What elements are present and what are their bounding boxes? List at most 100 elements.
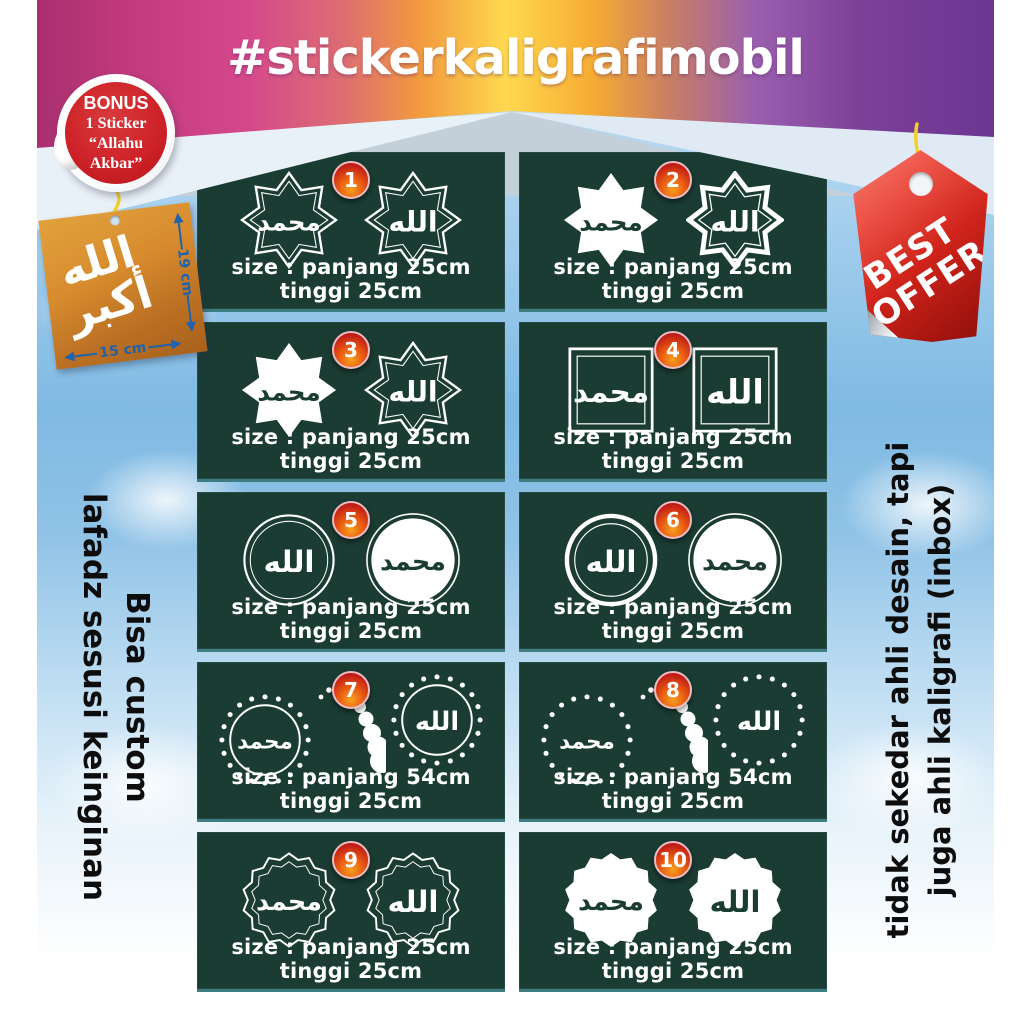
calligraphy-allah-dotring: الله [391, 673, 483, 766]
calligraphy-muhammad-seal: محمد [242, 851, 336, 948]
card-number-badge: 4 [654, 331, 692, 369]
card-number-badge: 3 [332, 331, 370, 369]
calligraphy-allah-seal: الله [366, 851, 460, 948]
left-note-line1: Bisa custom [119, 591, 155, 803]
motif-row: محمد الله [197, 671, 505, 786]
svg-text:الله: الله [264, 544, 315, 578]
motif-row: محمد الله [197, 164, 505, 275]
card-number-badge: 8 [654, 671, 692, 709]
motif-left: محمد [239, 170, 339, 269]
svg-text:الله: الله [706, 372, 764, 411]
motif-left: محمد [562, 341, 660, 439]
svg-text:الله: الله [737, 706, 781, 736]
best-offer-label: BEST OFFER [853, 201, 988, 339]
calligraphy-muhammad-circle: محمد [366, 512, 460, 607]
calligraphy-allah-seal: الله [689, 852, 781, 947]
calligraphy-muhammad-square: محمد [568, 346, 654, 433]
cloud-shape [807, 430, 994, 580]
card-number-badge: 6 [654, 501, 692, 539]
svg-text:الله: الله [710, 884, 761, 918]
size-label: size : panjang 25cm tinggi 25cm [231, 595, 471, 643]
bonus-line3: “Allahu [88, 134, 144, 152]
bonus-sticker: BONUS 1 Sticker “Allahu Akbar” [54, 74, 175, 192]
svg-text:محمد: محمد [256, 886, 322, 916]
right-note-line2: juga ahli kaligrafi (inbox) [923, 483, 958, 897]
svg-text:محمد: محمد [573, 374, 649, 408]
product-card-7: 7 محمد الله size : panjang 54cm tinggi 25cm [197, 662, 505, 822]
calligraphy-allah-square: الله [692, 346, 778, 433]
card-number-badge: 10 [654, 841, 692, 879]
motif-left: محمد [562, 171, 660, 269]
bonus-line4: Akbar” [89, 154, 143, 172]
width-dimension-arrow: 15 cm [64, 339, 182, 362]
height-dimension-arrow: 19 cm [173, 212, 196, 332]
right-note-line1: tidak sekedar ahli desain, tapi [881, 441, 915, 939]
page-title: #stickerkaligrafimobil [227, 30, 805, 86]
svg-text:الله: الله [710, 205, 759, 238]
motif-left: محمد [562, 851, 660, 949]
poster-artboard: #stickerkaligrafimobil BONUS 1 Sticker “… [37, 0, 994, 1024]
product-card-8: 8 محمد الله size : panjang 54cm tinggi 25cm [519, 662, 827, 822]
tag-hole [908, 172, 933, 196]
size-label: size : panjang 25cm tinggi 25cm [231, 255, 471, 303]
motif-right: الله [710, 671, 808, 769]
svg-text:محمد: محمد [702, 546, 768, 576]
sample-sticker-tag: الله أكبر 19 cm 15 cm [38, 202, 208, 370]
svg-text:محمد: محمد [578, 886, 644, 916]
allahu-akbar-calligraphy: الله أكبر [53, 226, 159, 341]
right-side-note: tidak sekedar ahli desain, tapi juga ahl… [877, 400, 973, 980]
svg-text:الله: الله [415, 706, 459, 736]
motif-left: محمد [240, 341, 338, 439]
motif-right: الله [363, 170, 463, 269]
card-number-badge: 2 [654, 161, 692, 199]
calligraphy-muhammad-star8: محمد [239, 170, 339, 269]
motif-right: محمد [686, 511, 784, 609]
calligraphy-muhammad-star8: محمد [563, 172, 659, 267]
svg-text:محمد: محمد [257, 377, 320, 406]
calligraphy-allah-star8: الله [363, 170, 463, 269]
calligraphy-muhammad-dotring: محمد [541, 693, 633, 786]
size-label: size : panjang 54cm tinggi 25cm [553, 765, 793, 813]
motif-right: الله [388, 671, 486, 769]
calligraphy-allah-circle: الله [564, 513, 658, 606]
calligraphy-muhammad-seal: محمد [565, 852, 657, 947]
calligraphy-allah-dotring: الله [713, 673, 805, 766]
svg-text:الله: الله [388, 884, 439, 918]
calligraphy-muhammad-circle: محمد [688, 512, 782, 607]
calligraphy-muhammad-dotring: محمد [219, 693, 311, 786]
calligraphy-allah-star8: الله [363, 340, 463, 439]
size-label: size : panjang 25cm tinggi 25cm [553, 255, 793, 303]
product-card-2: 2 محمد الله size : panjang 25cm tinggi 25cm [519, 152, 827, 312]
motif-right: الله [684, 169, 786, 270]
card-number-badge: 9 [332, 841, 370, 879]
motif-left: محمد [216, 691, 314, 789]
size-label: size : panjang 54cm tinggi 25cm [231, 765, 471, 813]
card-number-badge: 1 [332, 161, 370, 199]
motif-left: محمد [240, 851, 338, 949]
svg-text:محمد: محمد [579, 207, 642, 236]
motif-row: محمد الله [519, 334, 827, 445]
motif-left: الله [562, 511, 660, 609]
calligraphy-allah-star8: الله [684, 169, 786, 270]
svg-text:محمد: محمد [559, 729, 615, 754]
bonus-line1: BONUS [83, 92, 149, 113]
motif-row: محمد الله [197, 844, 505, 955]
svg-text:محمد: محمد [237, 729, 293, 754]
left-note-line2: lafadz sesusi keinginan [75, 492, 112, 902]
card-number-badge: 7 [332, 671, 370, 709]
calligraphy-muhammad-star8: محمد [241, 342, 337, 437]
motif-left: الله [240, 511, 338, 609]
svg-text:الله: الله [388, 205, 437, 238]
size-label: size : panjang 25cm tinggi 25cm [553, 425, 793, 473]
motif-row: محمد الله [519, 164, 827, 275]
calligraphy-allah-circle: الله [243, 513, 335, 606]
width-label: 15 cm [98, 340, 147, 362]
